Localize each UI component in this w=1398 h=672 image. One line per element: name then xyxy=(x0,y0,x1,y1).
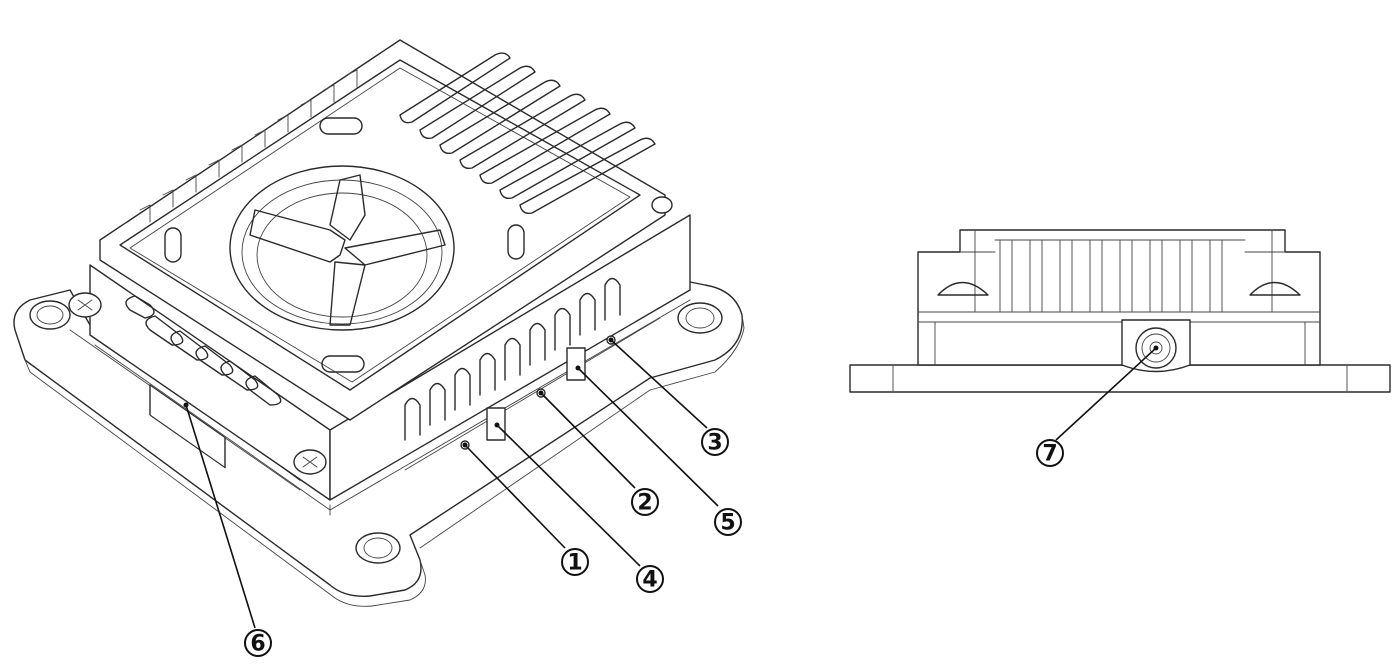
front-vents xyxy=(125,295,282,406)
callout-5-label: 5 xyxy=(720,511,735,536)
rear-fins xyxy=(139,69,358,223)
fan xyxy=(229,165,455,331)
callout-7: 7 xyxy=(1036,439,1064,467)
side-base xyxy=(849,364,1391,393)
callout-1-label: 1 xyxy=(567,551,582,576)
callout-6: 6 xyxy=(244,629,272,657)
mount-hole-front xyxy=(355,532,401,564)
isometric-view xyxy=(13,39,745,607)
side-fins xyxy=(999,239,1223,313)
leaders xyxy=(183,337,1159,629)
callout-5: 5 xyxy=(714,508,742,536)
callout-3: 3 xyxy=(701,428,729,456)
callout-1: 1 xyxy=(561,548,589,576)
callout-7-label: 7 xyxy=(1042,442,1057,467)
top-heatsink-fins xyxy=(399,52,656,215)
mount-hole-left xyxy=(29,300,71,330)
port-5-switch xyxy=(566,347,586,381)
callout-4-label: 4 xyxy=(642,568,657,593)
callout-3-label: 3 xyxy=(707,431,722,456)
side-vents xyxy=(404,277,621,441)
callout-4: 4 xyxy=(636,565,664,593)
screws xyxy=(68,196,673,475)
callout-2-label: 2 xyxy=(637,491,652,516)
callout-2: 2 xyxy=(631,488,659,516)
callout-6-label: 6 xyxy=(250,632,265,657)
mount-hole-right xyxy=(677,302,723,334)
side-body xyxy=(917,229,1321,366)
side-view xyxy=(849,229,1391,393)
top-slots xyxy=(164,117,525,373)
